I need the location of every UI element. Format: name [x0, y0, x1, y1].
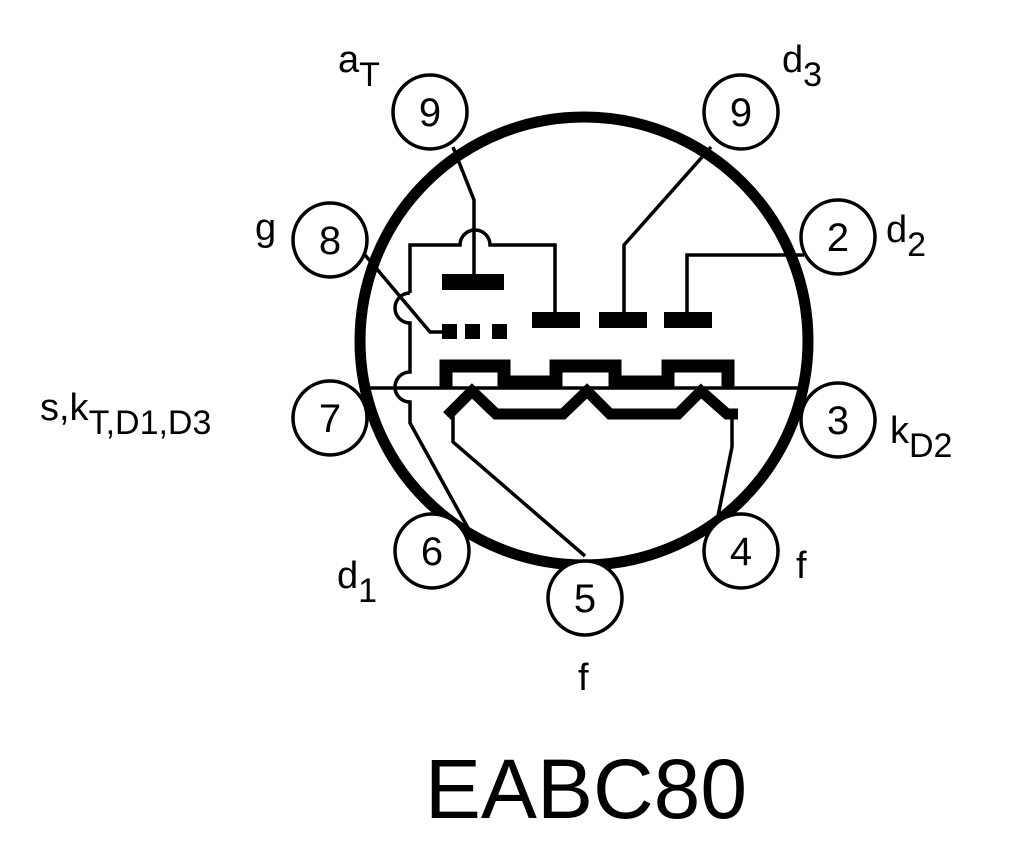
pin-label-main: g: [255, 207, 276, 249]
heater: [443, 383, 738, 420]
pin-circle: [291, 379, 369, 457]
triode-anode: [442, 274, 504, 290]
heater-lead-pin5: [451, 413, 587, 558]
pin-label: f: [796, 545, 807, 587]
diode3-wire: [622, 145, 713, 314]
diode3-anode: [599, 312, 647, 328]
pin-label-main: d: [886, 209, 907, 251]
pin-label-main: k: [890, 410, 910, 452]
pin-8: 8g: [255, 201, 369, 279]
pin-label: d3: [782, 39, 822, 94]
pin-number: 4: [730, 530, 752, 574]
pin-circle: [702, 512, 780, 590]
triode-anode-wire: [451, 146, 476, 283]
heater-lead-pin4: [716, 413, 734, 517]
pin-label: f: [578, 657, 589, 699]
pin-circle: [391, 73, 469, 151]
grid-segment: [442, 324, 457, 339]
shield-wire: [393, 291, 470, 529]
pin-label-main: d: [782, 39, 803, 81]
electrodes: [442, 274, 712, 339]
pin-label-subscript: T: [359, 56, 380, 94]
pin-number: 3: [827, 399, 849, 443]
diode2-anode: [664, 312, 712, 328]
pin-number: 7: [319, 397, 341, 441]
pin-circle: [799, 198, 877, 276]
diode1-anode: [532, 312, 580, 328]
pin-label: d1: [337, 555, 377, 610]
diode1-frame-wire: [408, 228, 557, 314]
pin-6: 6 d1: [337, 512, 471, 610]
pin-label-subscript: 1: [358, 572, 377, 610]
pin-number: 2: [827, 216, 849, 260]
pin-9-left: 9 aT: [338, 39, 469, 151]
pin-number: 6: [421, 530, 443, 574]
pin-label-subscript: T,D1,D3: [89, 404, 212, 442]
cathode: [439, 359, 735, 389]
pin-label-subscript: 3: [803, 56, 822, 94]
tube-envelope: [354, 111, 814, 571]
pin-number: 5: [574, 577, 596, 621]
pin-label: g: [255, 207, 276, 249]
pin-number: 8: [319, 219, 341, 263]
pin-circle: [546, 559, 624, 637]
pin-5: 5f: [546, 559, 624, 699]
pin-circle: [702, 73, 780, 151]
pin-circle: [799, 381, 877, 459]
pin-label: s,kT,D1,D3: [40, 387, 211, 442]
pin-label-main: f: [578, 657, 589, 699]
pin-circle: [393, 512, 471, 590]
pin-label: kD2: [890, 410, 952, 465]
pin-label-main: s,k: [40, 387, 90, 429]
pin-label-main: d: [337, 555, 358, 597]
pin-label-main: f: [796, 545, 807, 587]
pin-number: 9: [730, 91, 752, 135]
pin-label: aT: [338, 39, 380, 94]
pin-9-right: 9d3: [702, 39, 822, 151]
pin-number: 9: [419, 91, 441, 135]
pin-label-subscript: D2: [909, 427, 952, 465]
pin-label-main: a: [338, 39, 360, 81]
pin-label-subscript: 2: [907, 226, 926, 264]
diode2-wire: [685, 253, 804, 314]
pin-circle: [291, 201, 369, 279]
pin-7: 7 s,kT,D1,D3: [40, 379, 369, 457]
tube-type-title: EABC80: [425, 742, 747, 836]
grid-wire: [363, 253, 444, 334]
pin-label: d2: [886, 209, 926, 264]
grid-segment: [492, 324, 507, 339]
grid-segment: [465, 324, 480, 339]
